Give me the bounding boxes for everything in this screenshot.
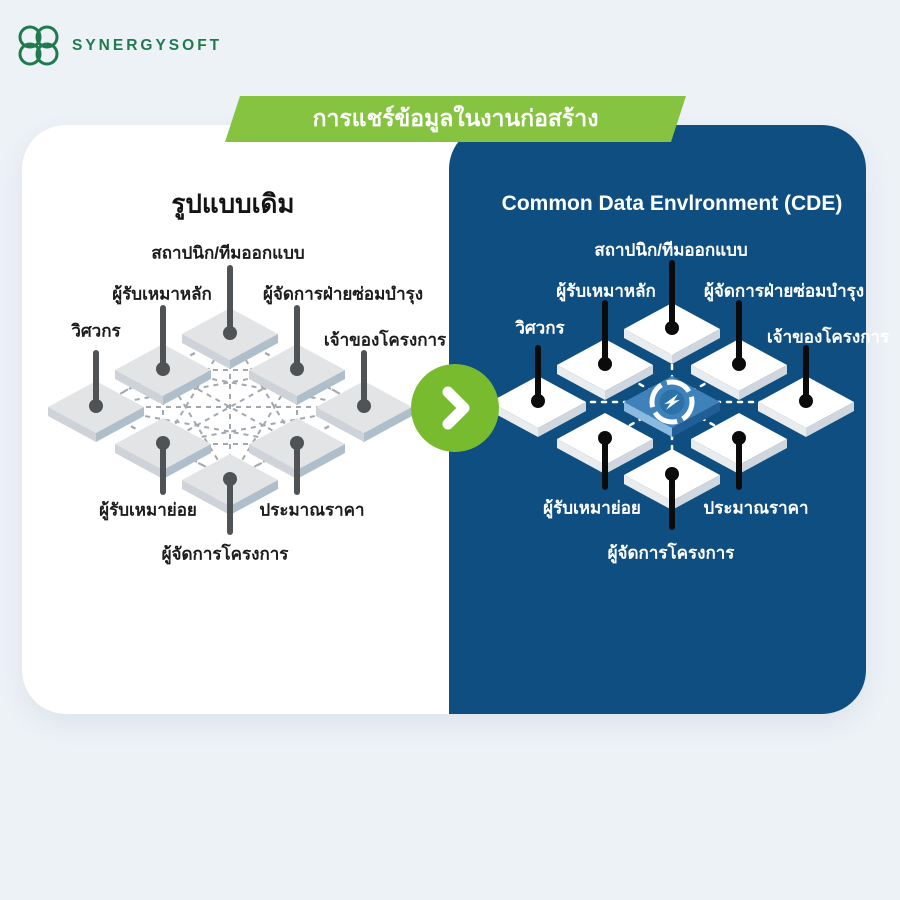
role-label-maintenance-manager-left: ผู้จัดการฝ่ายซ่อมบำรุง	[262, 284, 424, 304]
right-panel-title: Common Data Envlronment (CDE)	[501, 192, 843, 215]
logo-text: SYNERGYSOFT	[72, 37, 223, 54]
role-label-project-manager-left: ผู้จัดการโครงการ	[161, 544, 289, 564]
role-label-architect-left: สถาปนิก/ทีมออกแบบ	[151, 243, 305, 263]
left-panel-title: รูปแบบเดิม	[171, 188, 295, 219]
role-label-engineer-left: วิศวกร	[71, 321, 121, 341]
role-label-architect-right: สถาปนิก/ทีมออกแบบ	[594, 240, 748, 260]
knot-loops-icon	[18, 25, 59, 66]
cde-hub-diagram	[490, 260, 854, 530]
role-label-project-manager-right: ผู้จัดการโครงการ	[607, 543, 735, 563]
role-label-project-owner-left: เจ้าของโครงการ	[323, 330, 447, 350]
chevron-right-icon	[442, 386, 470, 430]
role-label-project-owner-right: เจ้าของโครงการ	[766, 327, 890, 347]
arrow-circle	[411, 364, 499, 452]
traditional-mesh-diagram	[48, 265, 412, 535]
banner-title: การแชร์ข้อมูลในงานก่อสร้าง	[312, 105, 599, 131]
role-label-engineer-right: วิศวกร	[515, 318, 565, 338]
role-label-cost-estimator-left: ประมาณราคา	[259, 500, 365, 520]
role-label-main-contractor-right: ผู้รับเหมาหลัก	[556, 281, 656, 301]
role-label-cost-estimator-right: ประมาณราคา	[703, 498, 809, 518]
role-label-main-contractor-left: ผู้รับเหมาหลัก	[112, 284, 212, 304]
role-label-subcontractor-right: ผู้รับเหมาย่อย	[543, 498, 641, 518]
synergysoft-logo: SYNERGYSOFT	[16, 24, 222, 68]
title-banner: การแชร์ข้อมูลในงานก่อสร้าง	[225, 96, 686, 142]
role-label-maintenance-manager-right: ผู้จัดการฝ่ายซ่อมบำรุง	[703, 281, 865, 301]
role-label-subcontractor-left: ผู้รับเหมาย่อย	[99, 500, 197, 520]
